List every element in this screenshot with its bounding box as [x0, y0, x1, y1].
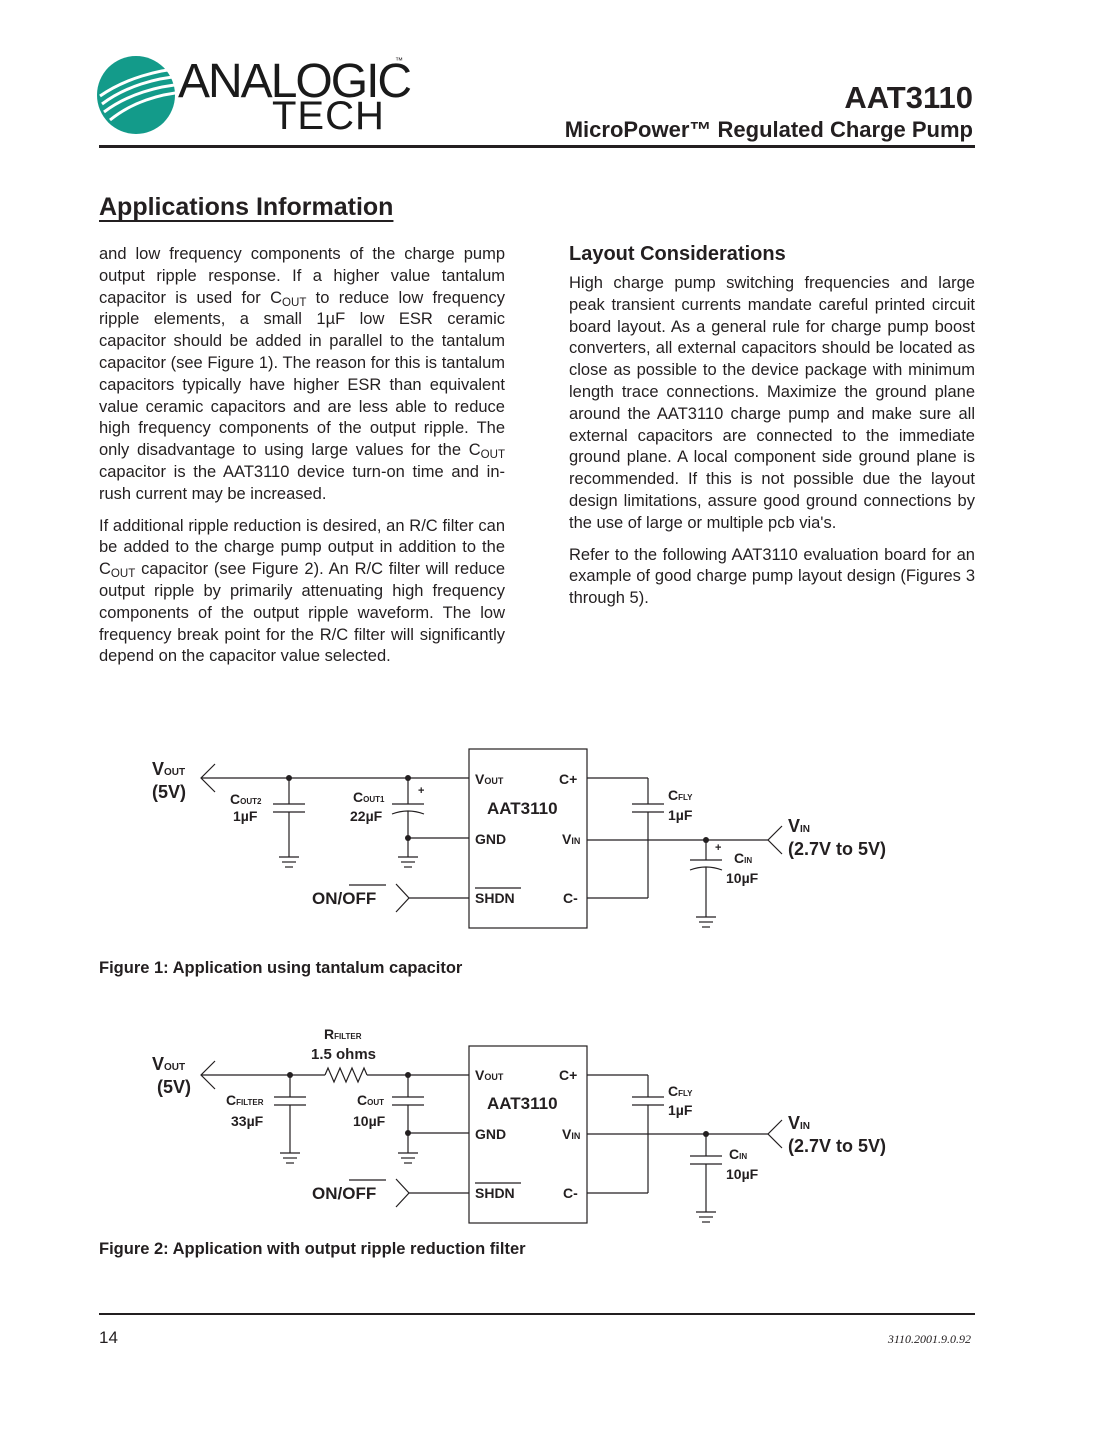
left-paragraph-2: If additional ripple reduction is desire… — [99, 516, 505, 666]
fig1-cout2-value: 1µF — [233, 808, 258, 824]
fig1-cout1-plus: + — [418, 785, 424, 797]
right-paragraph-2: Refer to the following AAT3110 evaluatio… — [569, 545, 975, 608]
fig1-cout1-label: COUT1 — [353, 789, 385, 805]
figure2-schematic: VOUT (5V) RFILTER 1.5 ohms CFILTER 33µF … — [152, 1026, 886, 1224]
fig1-cout2-label: COUT2 — [230, 791, 262, 807]
fig1-cin-plus: + — [715, 842, 721, 854]
fig1-pin-cplus: C+ — [559, 771, 577, 787]
fig2-vout-value: (5V) — [157, 1077, 191, 1097]
section-title: Applications Information — [99, 193, 394, 221]
fig1-vout-label: VOUT — [152, 759, 185, 779]
fig2-ic-name: AAT3110 — [487, 1094, 558, 1113]
left-column: and low frequency components of the char… — [99, 244, 505, 678]
fig1-vin-label: VIN — [788, 816, 810, 836]
fig1-cin-label: CIN — [734, 850, 752, 866]
fig1-vin-value: (2.7V to 5V) — [788, 839, 886, 859]
figure1-caption: Figure 1: Application using tantalum cap… — [99, 959, 463, 977]
layout-heading: Layout Considerations — [569, 243, 786, 265]
fig1-pin-shdn: SHDN — [475, 890, 515, 906]
fig2-cfilter-value: 33µF — [231, 1113, 264, 1129]
fig1-cfly-value: 1µF — [668, 807, 693, 823]
right-column: High charge pump switching frequencies a… — [569, 273, 975, 620]
fig2-pin-gnd: GND — [475, 1126, 506, 1142]
fig2-pin-cplus: C+ — [559, 1067, 577, 1083]
fig2-cout-value: 10µF — [353, 1113, 386, 1129]
left-paragraph-1: and low frequency components of the char… — [99, 245, 505, 503]
fig2-cfly-value: 1µF — [668, 1102, 693, 1118]
fig2-pin-shdn: SHDN — [475, 1185, 515, 1201]
fig2-cout-label: COUT — [357, 1092, 384, 1108]
fig2-pin-vout: VOUT — [475, 1067, 504, 1083]
fig1-vout-value: (5V) — [152, 782, 186, 802]
fig2-vin-label: VIN — [788, 1113, 810, 1133]
fig2-rfilter-value: 1.5 ohms — [311, 1046, 376, 1063]
fig1-cfly-label: CFLY — [668, 787, 693, 803]
logo-analogic-text: ANALOGIC — [178, 55, 412, 108]
fig1-pin-cminus: C- — [563, 890, 578, 906]
fig1-onoff-label: ON/OFF — [312, 889, 376, 908]
figure1-schematic: VOUT (5V) COUT2 1µF COUT1 22µF + VOUT C+… — [152, 748, 886, 929]
fig2-cfly-label: CFLY — [668, 1083, 693, 1099]
logo-tech-text: TECH — [272, 94, 385, 138]
logo-trademark: ™ — [395, 56, 403, 65]
fig2-cin-label: CIN — [729, 1146, 747, 1162]
figure2-caption: Figure 2: Application with output ripple… — [99, 1240, 526, 1258]
fig1-ic-name: AAT3110 — [487, 799, 558, 818]
fig1-pin-gnd: GND — [475, 831, 506, 847]
fig1-cout1-value: 22µF — [350, 808, 383, 824]
fig2-vout-label: VOUT — [152, 1054, 185, 1074]
fig1-pin-vout: VOUT — [475, 771, 504, 787]
fig2-rfilter-label: RFILTER — [324, 1026, 362, 1042]
page-number: 14 — [99, 1328, 118, 1347]
fig2-cfilter-label: CFILTER — [226, 1092, 264, 1108]
fig2-pin-cminus: C- — [563, 1185, 578, 1201]
fig1-pin-vin: VIN — [562, 831, 580, 847]
part-number: AAT3110 — [844, 80, 973, 115]
fig2-onoff-label: ON/OFF — [312, 1184, 376, 1203]
fig2-pin-vin: VIN — [562, 1126, 580, 1142]
right-paragraph-1: High charge pump switching frequencies a… — [569, 274, 975, 532]
header-rule — [99, 145, 975, 148]
fig1-cin-value: 10µF — [726, 870, 759, 886]
fig2-cin-value: 10µF — [726, 1166, 759, 1182]
analogictech-logo-mark — [97, 56, 185, 134]
footer-rule — [99, 1313, 975, 1315]
document-id: 3110.2001.9.0.92 — [887, 1332, 971, 1346]
product-subtitle: MicroPower™ Regulated Charge Pump — [564, 117, 973, 142]
fig2-vin-value: (2.7V to 5V) — [788, 1136, 886, 1156]
